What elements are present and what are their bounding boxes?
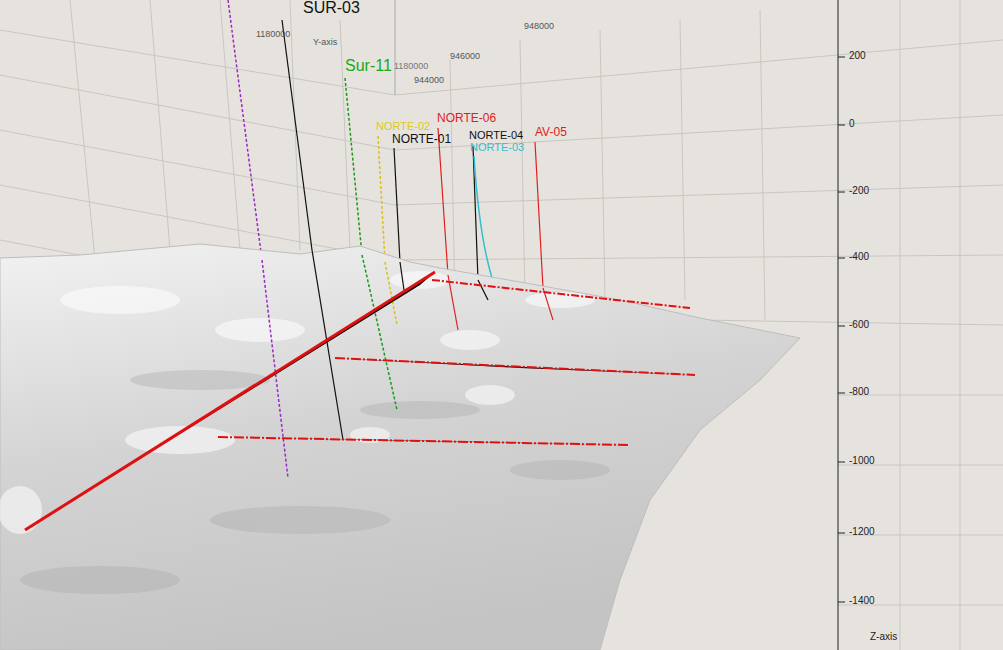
axis-tick: -400 xyxy=(849,252,869,262)
axis-tick: -1400 xyxy=(849,596,875,606)
well-name: NORTE-02 xyxy=(376,121,430,132)
axis-tick: 944000 xyxy=(414,76,444,85)
axis-tick: 200 xyxy=(849,51,866,61)
axis-tick: -800 xyxy=(849,387,869,397)
axis-title: Z-axis xyxy=(870,632,897,642)
axis-tick: -200 xyxy=(849,186,869,196)
axis-tick: 1180000 xyxy=(256,30,290,39)
axis-tick: -1000 xyxy=(849,456,875,466)
well-name: NORTE-01 xyxy=(392,133,451,145)
axis-tick: -600 xyxy=(849,320,869,330)
well-name: AV-05 xyxy=(535,126,567,138)
axis-title: Y-axis xyxy=(313,38,337,47)
axis-tick: -1200 xyxy=(849,527,875,537)
axis-tick: 1180000 xyxy=(394,62,428,71)
well-name: NORTE-03 xyxy=(470,142,524,153)
axis-tick: 0 xyxy=(849,119,855,129)
axis-tick: 948000 xyxy=(524,22,554,31)
well-name: NORTE-04 xyxy=(469,130,523,141)
well-name: SUR-03 xyxy=(303,0,360,16)
well-name: NORTE-06 xyxy=(437,112,496,124)
well-name: Sur-11 xyxy=(345,58,392,74)
axis-tick: 946000 xyxy=(450,52,480,61)
